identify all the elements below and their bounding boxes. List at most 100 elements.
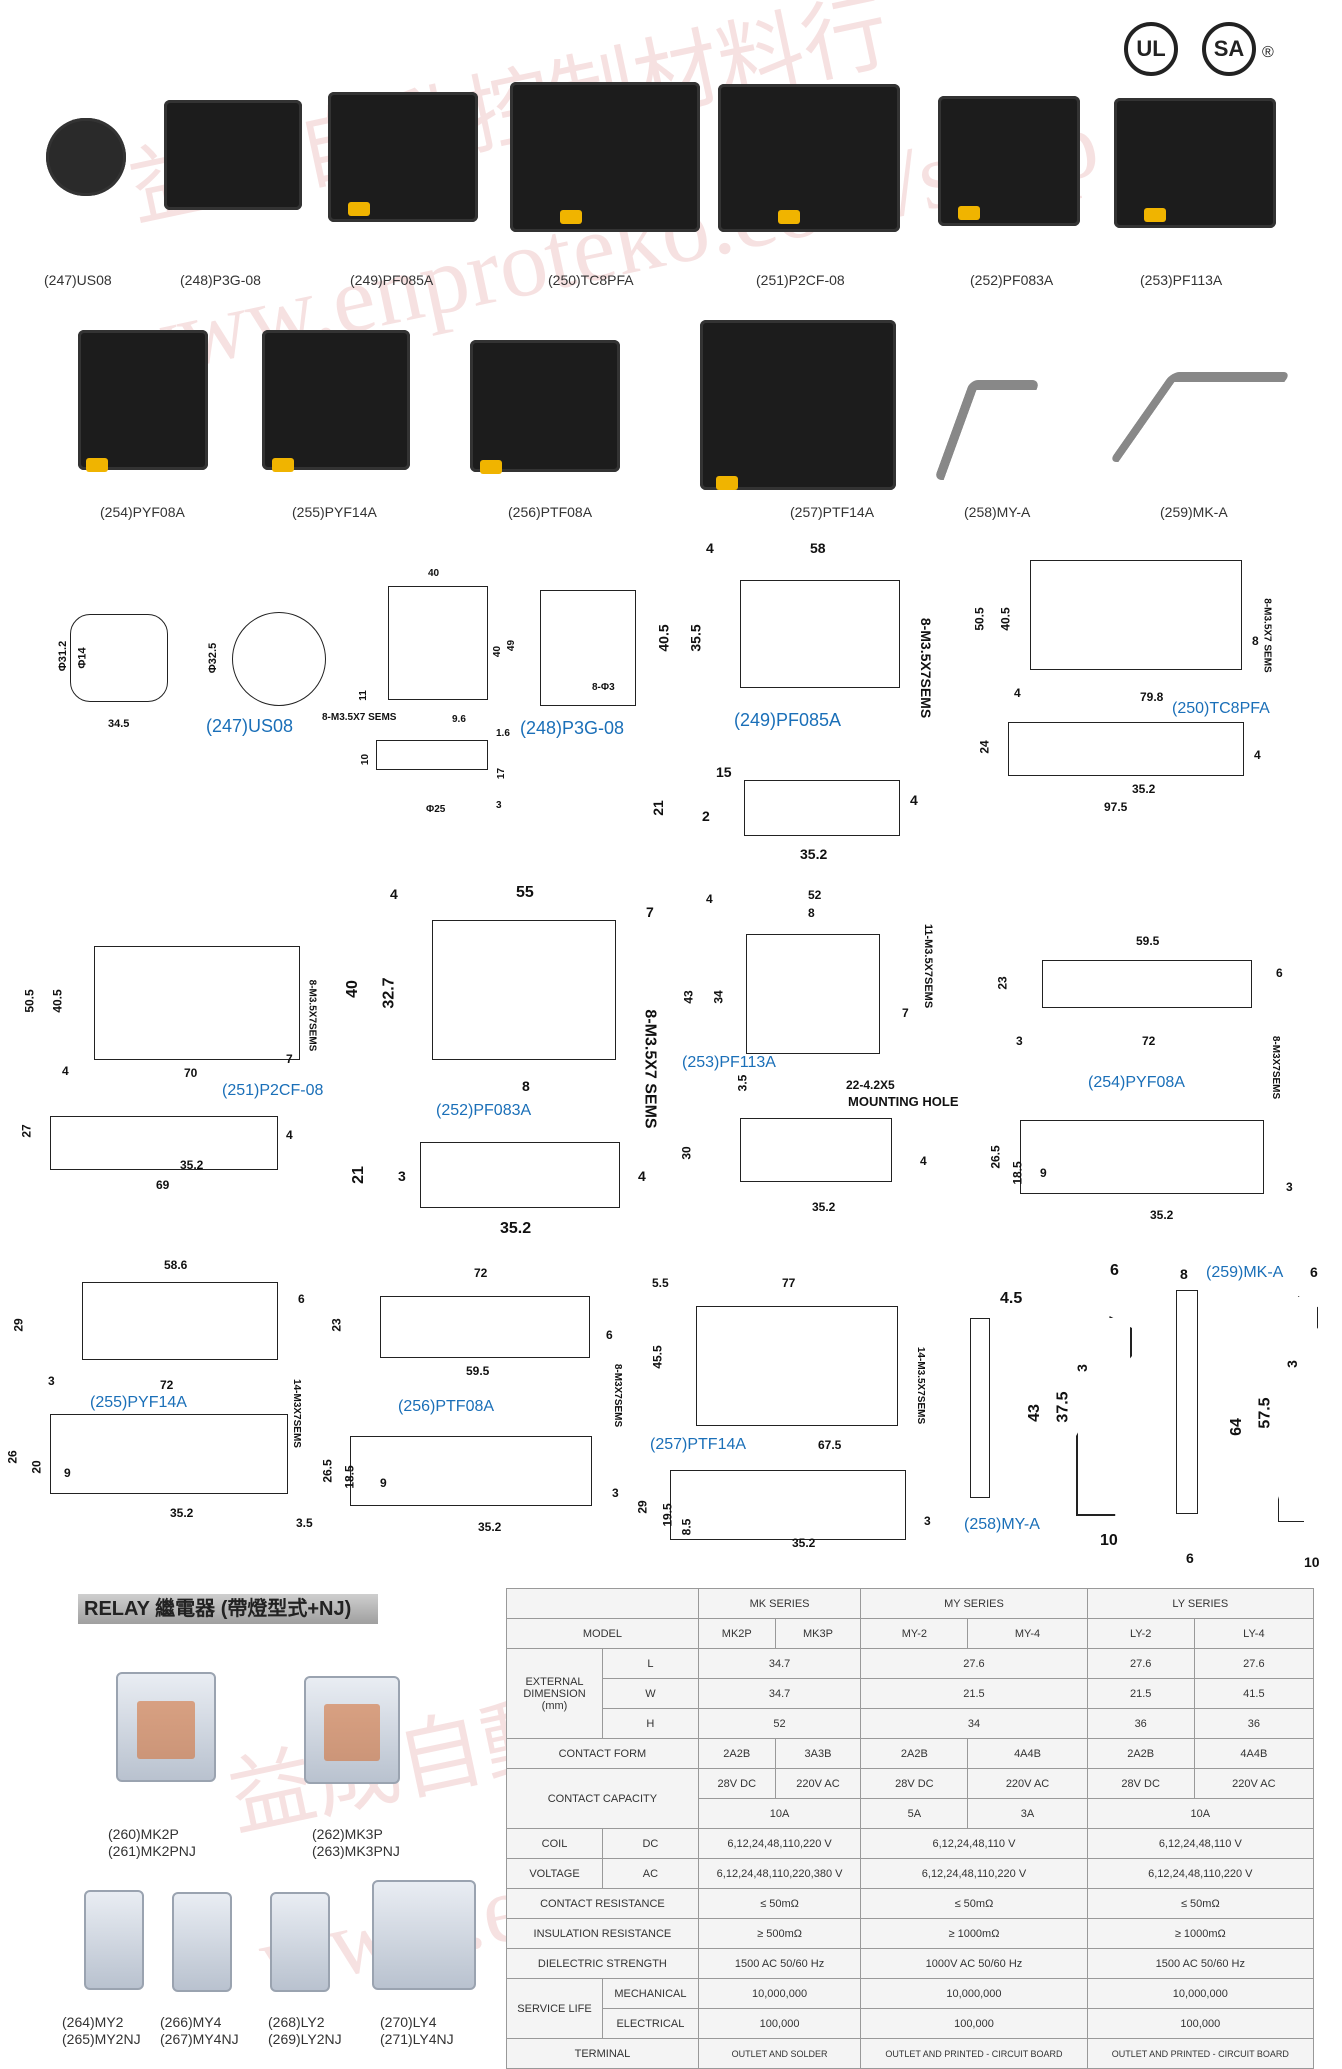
relay-caption-mk3: (262)MK3P(263)MK3PNJ [312,1826,400,1859]
relay-photo-my2 [84,1890,144,1990]
dim-pf083a-h4: 3 [398,1168,406,1184]
caption-p3g08: (248)P3G-08 [180,272,261,288]
table-cell: 41.5 [1193,1678,1315,1709]
dim-us08-d1: Φ31.2 [57,640,70,672]
caption-pf083a: (252)PF083A [970,272,1054,288]
caption-p2cf08: (251)P2CF-08 [756,272,845,288]
dim-ptf14a-h3: 19.5 [660,1503,675,1527]
table-cell: 28V DC [697,1768,776,1799]
model-cell: LY-2 [1086,1618,1195,1649]
dim-pyf14a-h3: 20 [29,1460,44,1474]
relay-caption-my4: (266)MY4(267)MY4NJ [160,2014,239,2047]
table-cell: 6,12,24,48,110,220 V [697,1828,862,1859]
dim-tc8pfa-screws: 8-M3.5X7 SEMS [1261,598,1273,673]
dim-tc8pfa-h3: 24 [977,740,992,754]
caption-pyf08a: (254)PYF08A [100,504,185,520]
drawing-pf085a-side [744,780,900,836]
table-cell: ≥ 1000mΩ [1086,1918,1315,1949]
table-cell: 10,000,000 [1086,1978,1315,2009]
dim-pf085a-base: 35.2 [800,846,828,862]
product-photo-my-a [933,380,1041,480]
dim-pf083a-w: 55 [516,884,534,901]
relay-heading: RELAY 繼電器 (帶燈型式+NJ) [78,1594,378,1624]
relay-caption-ly4: (270)LY4(271)LY4NJ [380,2014,454,2047]
dim-pf083a-screws: 8-M3.5X7 SEMS [641,1009,659,1129]
table-cell: 10A [697,1798,862,1829]
series-mk: MK SERIES [697,1588,862,1619]
registered-mark: ® [1262,44,1274,61]
relay-photo-ly4 [372,1880,476,1990]
dim-pyf08a-total: 72 [1142,1034,1156,1048]
table-cell: 21.5 [1086,1678,1195,1709]
drawing-my-a-side [1076,1316,1132,1516]
dim-pyf14a-base: 35.2 [170,1506,194,1520]
drawing-p3g08-holes [540,590,636,706]
dim-pyf14a-h5: 3.5 [296,1516,313,1530]
dim-p2cf08-h1: 50.5 [22,989,37,1013]
drawing-label-pf083a: (252)PF083A [436,1102,532,1119]
table-cell: 100,000 [697,2008,862,2039]
table-cell: 27.6 [1193,1648,1315,1679]
insulation-label: INSULATION RESISTANCE [506,1918,699,1949]
dim-pyf14a-h1: 29 [11,1318,26,1332]
dim-p2cf08-total: 69 [156,1178,170,1192]
dim-pf083a-base: 35.2 [500,1220,532,1237]
dim-p3g08-h3: 11 [357,690,369,701]
relay-photo-ly2 [270,1892,330,1992]
dim-ptf08a-base: 35.2 [478,1520,502,1534]
product-photo-ptf14a [700,320,896,490]
drawing-mk-a-front [1176,1290,1198,1514]
dim-ptf14a-total: 77 [782,1276,796,1290]
dim-tc8pfa-m: 4 [1014,686,1021,700]
drawing-label-pyf08a: (254)PYF08A [1088,1074,1185,1091]
dim-pf085a-w: 58 [810,540,826,556]
table-cell: 34 [860,1708,1088,1739]
dim-pf085a-h1: 40.5 [655,624,672,652]
dim-p3g08-s1: 9.6 [452,714,466,725]
product-photo-tc8pfa [510,82,700,232]
dim-pf083a-h2: 32.7 [380,977,398,1009]
dim-ptf08a-total: 72 [474,1266,488,1280]
dim-us08-d3: Φ32.5 [207,642,220,674]
table-cell: 6,12,24,48,110,220,380 V [697,1858,862,1889]
product-photo-p3g08 [164,100,302,210]
dim-ptf08a-h3: 18.5 [342,1465,357,1489]
drawing-p3g08-side [376,740,488,770]
table-cell: 2A2B [697,1738,776,1769]
dim-my-a-w: 6 [1110,1262,1119,1279]
dim-pf083a-h3: 21 [349,1166,367,1184]
product-photo-pf085a [328,92,478,222]
dim-pyf14a-h2: 26 [5,1450,20,1464]
dim-pf113a-h5: 4 [920,1154,927,1168]
table-cell: 27.6 [860,1648,1088,1679]
dim-pyf08a-screws: 8-M3X7SEMS [1270,1035,1282,1100]
dim-mk-a-h1: 64 [1227,1418,1245,1436]
ul-badge: UL [1124,22,1178,76]
relay-photo-mk2p [116,1672,216,1782]
dim-pf083a-c: 8 [522,1078,530,1094]
table-cell: 100,000 [1086,2008,1315,2039]
dim-pyf08a-h4: 9 [1040,1166,1047,1180]
table-cell: 36 [1086,1708,1195,1739]
drawing-label-p3g08: (248)P3G-08 [520,718,625,738]
voltage-label: VOLTAGE [506,1858,603,1889]
table-cell: 220V AC [1193,1768,1315,1799]
dim-pf085a-screws: 8-M3.5X7SEMS [918,617,935,719]
table-cell: 1500 AC 50/60 Hz [1086,1948,1315,1979]
table-cell: 1000V AC 50/60 Hz [860,1948,1088,1979]
caption-us08: (247)US08 [44,272,112,288]
dim-us08-w: 34.5 [108,718,130,730]
table-cell: ≤ 50mΩ [1086,1888,1315,1919]
table-cell: 10A [1086,1798,1315,1829]
contact-resistance-label: CONTACT RESISTANCE [506,1888,699,1919]
table-cell: 6,12,24,48,110 V [860,1828,1088,1859]
drawing-p3g08-top [388,586,488,700]
dim-pf113a-h3: 3.5 [735,1074,750,1092]
drawing-p2cf08-top [94,946,300,1060]
drawing-my-a-front [970,1318,990,1498]
dim-p2cf08-h2: 40.5 [50,989,65,1013]
dim-tc8pfa-h1: 50.5 [972,607,987,631]
table-cell: ≥ 500mΩ [697,1918,862,1949]
dim-ptf14a-screws: 14-M3.5X7SEMS [915,1346,927,1425]
dim-p3g08-w: 40 [428,568,440,579]
